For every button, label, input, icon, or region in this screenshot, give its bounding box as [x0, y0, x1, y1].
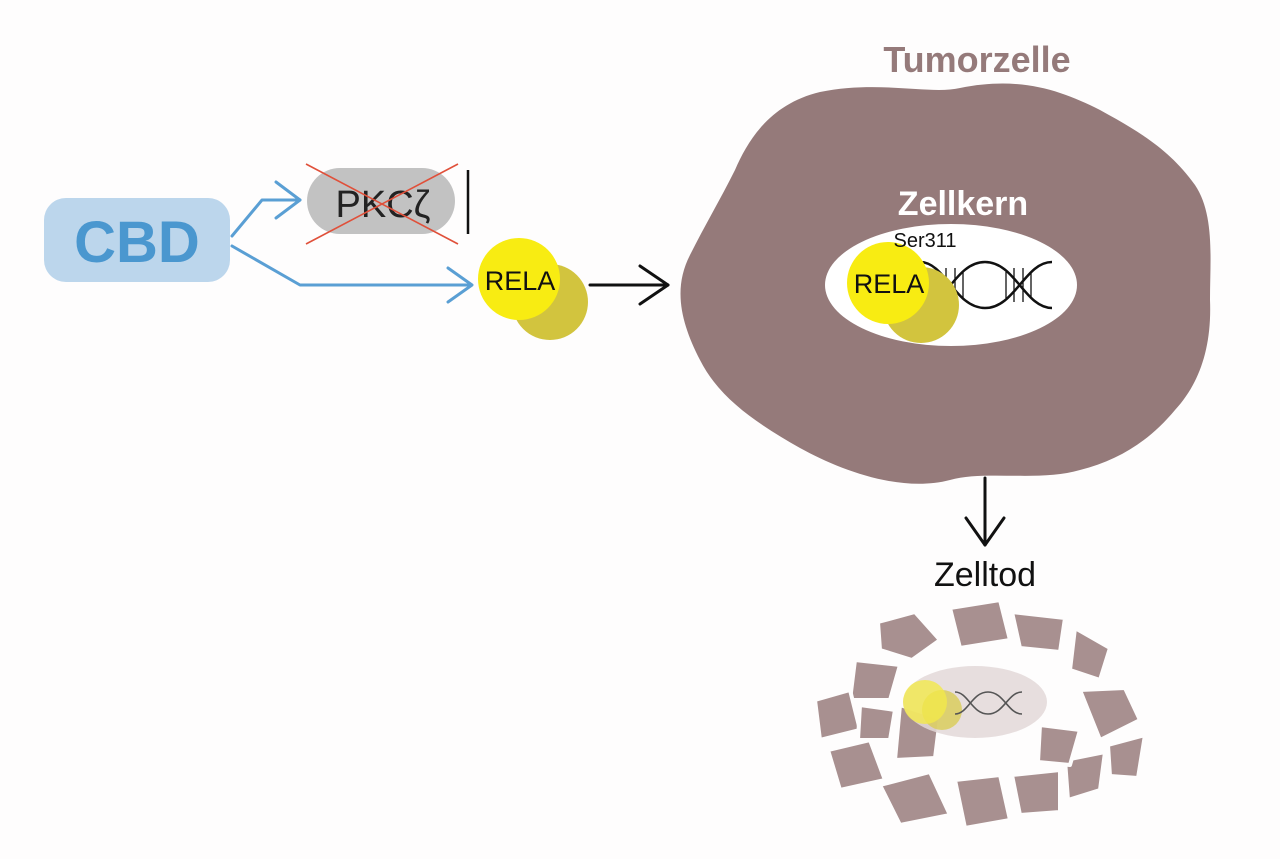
cbd-node: CBD [44, 198, 230, 282]
nucleus-title: Zellkern [898, 185, 1028, 223]
rela-label: RELA [485, 266, 556, 296]
cell-to-death-arrow [964, 476, 1006, 547]
dead-dna-icon [954, 691, 1023, 715]
outcome-label: Zelltod [934, 556, 1036, 594]
inhibition-cross [305, 163, 459, 245]
pkc-node: PKCζ [305, 163, 470, 245]
dead-cell [813, 598, 1147, 830]
cbd-to-pkc-arrow [230, 180, 302, 238]
cbd-label: CBD [74, 210, 200, 275]
cbd-to-rela-arrow [230, 244, 474, 304]
rela-nucleus-node: RELA [847, 242, 959, 343]
cell-title: Tumorzelle [883, 39, 1070, 80]
rela-yellow-subunit [478, 238, 560, 320]
rela-nucleus-yellow-subunit [847, 242, 929, 324]
phospho-site-label: Ser311 [893, 230, 956, 252]
rela-nucleus-label: RELA [854, 269, 925, 299]
cbd-box [44, 198, 230, 282]
rela-to-cell-arrow [588, 264, 670, 306]
rela-node: RELA [478, 238, 588, 340]
